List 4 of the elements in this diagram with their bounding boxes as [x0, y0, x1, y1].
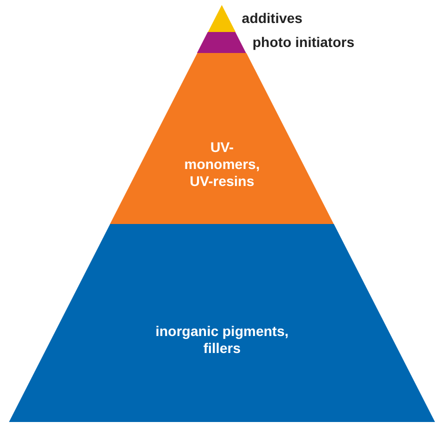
- tier-label: additives: [242, 10, 302, 27]
- tier-label: UV-monomers, UV-resins: [183, 138, 261, 190]
- tier-label: inorganic pigments, fillers: [154, 323, 290, 357]
- tier-label: photo initiators: [252, 34, 354, 51]
